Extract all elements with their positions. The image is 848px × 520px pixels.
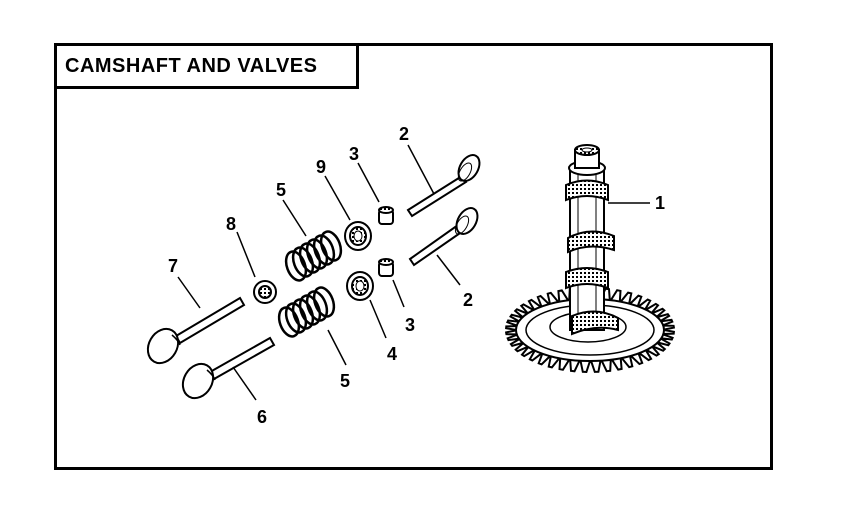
- diagram-title: CAMSHAFT AND VALVES: [65, 55, 318, 77]
- callout-2-lower: 2: [463, 290, 473, 310]
- callout-9: 9: [316, 157, 326, 177]
- callout-3-lower: 3: [405, 315, 415, 335]
- valve-rotator-4: [346, 271, 374, 301]
- callout-2-upper: 2: [399, 124, 409, 144]
- spring-retainer-9: [344, 221, 372, 251]
- valve-spring-lower: [277, 286, 336, 338]
- callout-6: 6: [257, 407, 267, 427]
- valve-spring-upper: [284, 230, 343, 282]
- valve-keeper-upper: [378, 206, 394, 225]
- callout-4: 4: [387, 344, 397, 364]
- callout-3-upper: 3: [349, 144, 359, 164]
- diagram-frame: [54, 43, 773, 470]
- valve-keeper-lower: [378, 258, 394, 277]
- valve-7: [146, 296, 246, 365]
- leader-lines: [177, 144, 650, 401]
- valve-upper-right: [406, 154, 481, 218]
- callout-5-lower: 5: [340, 371, 350, 391]
- callout-1: 1: [655, 193, 665, 213]
- valve-6: [181, 336, 276, 400]
- callout-8: 8: [226, 214, 236, 234]
- title-box: CAMSHAFT AND VALVES: [54, 43, 359, 89]
- callout-5-upper: 5: [276, 180, 286, 200]
- valve-lower-right: [408, 207, 479, 267]
- camshaft: [565, 144, 619, 336]
- valve-seal-8: [253, 280, 277, 304]
- callout-7: 7: [168, 256, 178, 276]
